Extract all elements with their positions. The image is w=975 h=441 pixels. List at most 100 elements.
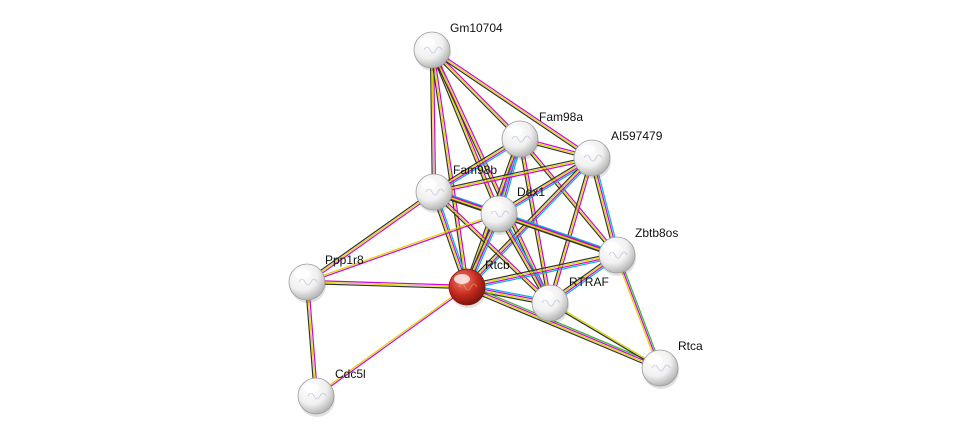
- edge-ddx1-zbtb8os[interactable]: [498, 211, 618, 258]
- edge-evidence-black: [518, 139, 617, 257]
- edge-rtcb-cdc5l[interactable]: [315, 285, 468, 398]
- node-zbtb8os[interactable]: Zbtb8os: [598, 226, 678, 276]
- edge-evidence-magenta: [307, 281, 319, 396]
- node-layer: Gm10704Fam98aAI597479Fam98bDdx1Zbtb8osPp…: [288, 21, 703, 417]
- node-label-rtcb[interactable]: Rtcb: [485, 258, 510, 272]
- protein-sphere[interactable]: [480, 195, 518, 233]
- edge-evidence-magenta: [316, 287, 468, 398]
- edge-rtraf-rtca[interactable]: [549, 301, 661, 370]
- edge-evidence-yellow: [431, 49, 435, 193]
- node-label-ppp1r8[interactable]: Ppp1r8: [325, 253, 364, 267]
- edge-gm10704-ai597479[interactable]: [430, 48, 594, 160]
- edge-gm10704-fam98a[interactable]: [430, 48, 522, 141]
- protein-sphere[interactable]: [531, 284, 569, 322]
- edge-evidence-black: [304, 282, 316, 397]
- edge-evidence-magenta: [432, 48, 522, 139]
- edge-evidence-yellow: [550, 301, 661, 368]
- edge-evidence-yellow: [431, 49, 551, 304]
- edge-evidence-magenta: [432, 48, 594, 158]
- edge-evidence-yellow: [614, 255, 660, 369]
- edge-evidence-yellow: [466, 287, 660, 370]
- protein-sphere[interactable]: [413, 31, 451, 69]
- node-label-ai597479[interactable]: AI597479: [611, 129, 663, 143]
- edge-fam98a-zbtb8os[interactable]: [518, 137, 619, 257]
- edge-zbtb8os-rtcb[interactable]: [466, 252, 618, 290]
- protein-sphere[interactable]: [573, 139, 611, 177]
- node-ppp1r8[interactable]: Ppp1r8: [288, 253, 364, 303]
- edge-evidence-yellow: [306, 191, 435, 283]
- node-label-zbtb8os[interactable]: Zbtb8os: [635, 226, 678, 240]
- node-ddx1[interactable]: Ddx1: [480, 185, 545, 235]
- node-label-rtraf[interactable]: RTRAF: [569, 275, 609, 289]
- edge-ddx1-ppp1r8[interactable]: [306, 212, 500, 284]
- edge-fam98b-ppp1r8[interactable]: [305, 190, 436, 284]
- node-label-fam98a[interactable]: Fam98a: [539, 110, 583, 124]
- edge-evidence-magenta: [520, 137, 619, 255]
- edge-evidence-black: [429, 50, 434, 193]
- edge-evidence-magenta: [307, 279, 468, 287]
- node-fam98b[interactable]: Fam98b: [415, 163, 497, 213]
- node-label-cdc5l[interactable]: Cdc5l: [335, 367, 366, 381]
- edge-ai597479-rtraf[interactable]: [547, 157, 595, 304]
- node-rtraf[interactable]: RTRAF: [531, 275, 609, 324]
- edge-zbtb8os-rtca[interactable]: [614, 254, 663, 369]
- edge-gm10704-rtcb[interactable]: [429, 49, 470, 288]
- sphere-highlight: [294, 269, 310, 279]
- edge-evidence-yellow: [431, 49, 468, 288]
- node-label-fam98b[interactable]: Fam98b: [453, 163, 497, 177]
- node-rtcb[interactable]: Rtcb: [448, 258, 510, 308]
- node-rtca[interactable]: Rtca: [641, 339, 703, 389]
- node-gm10704[interactable]: Gm10704: [413, 21, 503, 71]
- edge-evidence-black: [306, 282, 467, 290]
- edge-evidence-black: [549, 303, 660, 370]
- edge-evidence-black: [305, 190, 434, 282]
- edge-evidence-black: [430, 50, 520, 141]
- node-label-rtca[interactable]: Rtca: [678, 339, 703, 353]
- edge-evidence-black: [432, 192, 550, 305]
- sphere-highlight: [604, 242, 620, 252]
- edge-evidence-black: [498, 215, 617, 258]
- sphere-highlight: [507, 126, 523, 136]
- edge-evidence-black: [466, 252, 617, 286]
- protein-sphere[interactable]: [297, 377, 335, 415]
- node-label-ddx1[interactable]: Ddx1: [517, 185, 545, 199]
- protein-sphere[interactable]: [501, 120, 539, 158]
- node-ai597479[interactable]: AI597479: [573, 129, 663, 179]
- edge-evidence-magenta: [520, 138, 553, 303]
- edge-fam98b-rtraf[interactable]: [432, 190, 552, 305]
- edge-evidence-magenta: [467, 285, 661, 368]
- protein-sphere[interactable]: [598, 236, 636, 274]
- node-fam98a[interactable]: Fam98a: [501, 110, 583, 160]
- edge-evidence-magenta: [432, 49, 552, 303]
- protein-sphere[interactable]: [415, 173, 453, 211]
- edge-ppp1r8-cdc5l[interactable]: [304, 281, 319, 397]
- protein-sphere[interactable]: [288, 263, 326, 301]
- edge-evidence-magenta: [432, 49, 470, 287]
- edge-evidence-yellow: [433, 157, 593, 193]
- edge-evidence-yellow: [433, 191, 551, 304]
- edge-evidence-green: [467, 284, 662, 367]
- edge-evidence-yellow: [315, 285, 467, 396]
- edge-evidence-yellow: [431, 49, 521, 140]
- edge-evidence-yellow: [466, 253, 617, 287]
- edge-evidence-magenta: [434, 190, 552, 303]
- sphere-highlight: [647, 355, 663, 365]
- sphere-highlight: [579, 145, 595, 155]
- query-protein-sphere[interactable]: [448, 268, 486, 306]
- edge-evidence-magenta: [550, 158, 595, 304]
- edge-evidence-yellow: [306, 212, 499, 282]
- edge-ai597479-fam98b[interactable]: [433, 155, 593, 195]
- edge-evidence-magenta: [499, 212, 618, 255]
- edge-evidence-green: [617, 254, 663, 368]
- edge-rtcb-rtca[interactable]: [465, 284, 662, 371]
- edge-evidence-black: [433, 155, 592, 192]
- edge-evidence-magenta: [616, 254, 661, 369]
- edge-evidence-black: [465, 288, 660, 371]
- node-cdc5l[interactable]: Cdc5l: [297, 367, 366, 417]
- protein-sphere[interactable]: [641, 349, 679, 387]
- node-label-gm10704[interactable]: Gm10704: [450, 21, 503, 35]
- edge-ppp1r8-rtcb[interactable]: [306, 279, 468, 290]
- edge-evidence-magenta: [307, 192, 436, 284]
